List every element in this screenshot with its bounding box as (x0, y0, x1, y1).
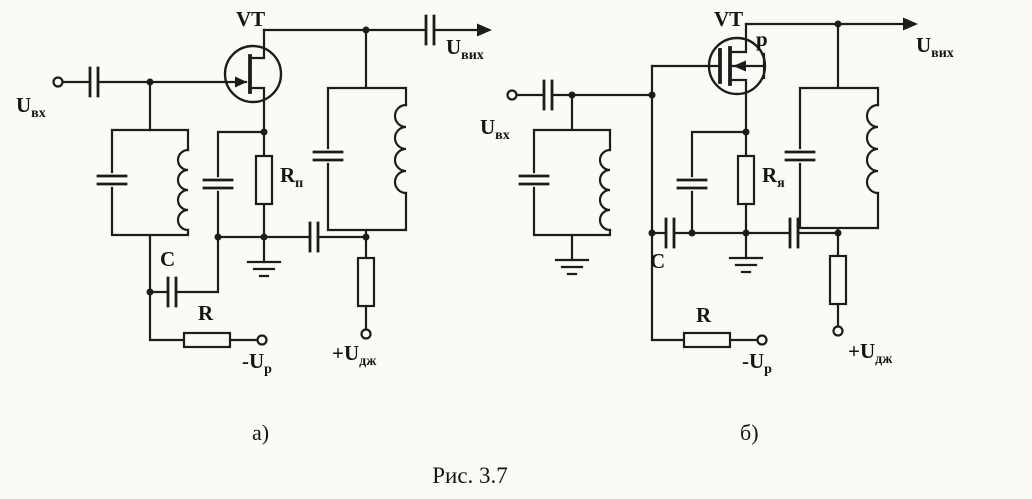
coupling-capacitor-rail-b (788, 217, 800, 249)
input-coupling-capacitor-a (88, 66, 100, 98)
label-u-out-b: Uвих (916, 33, 954, 61)
input-coupling-capacitor-b (542, 79, 554, 111)
label-c-b: C (650, 249, 665, 273)
resistor-rya-b (736, 154, 756, 206)
junction-dots-a (146, 26, 370, 296)
input-tank-capacitor-a (96, 174, 128, 186)
supply-terminal-b (832, 325, 844, 337)
resistor-r-b (682, 331, 732, 349)
label-c-a: C (160, 247, 175, 271)
label-r-a: R (198, 301, 214, 325)
capacitor-c-b (664, 217, 676, 249)
bypass-capacitor-b (676, 178, 708, 190)
ground-symbol-input-b (554, 258, 590, 276)
input-terminal-a (52, 76, 64, 88)
junction-dots-b (568, 20, 842, 237)
capacitor-c-a (166, 276, 178, 308)
label-r-source-b: Rя (762, 163, 785, 191)
label-r-source-a: Rп (280, 163, 303, 191)
output-tank-capacitor-b (784, 150, 816, 162)
output-tank-inductor-b (865, 103, 880, 195)
wires-b (515, 22, 906, 342)
label-r-b: R (696, 303, 712, 327)
label-u-out-a: Uвих (446, 35, 484, 63)
output-tank-capacitor-a (312, 150, 344, 162)
output-arrow-b (903, 17, 918, 31)
caption-b: б) (740, 420, 759, 445)
bypass-capacitor-a (202, 178, 234, 190)
transistor-vt-b (707, 36, 767, 96)
transistor-vt-a (223, 44, 283, 104)
label-u-in-a: Uвх (16, 93, 46, 121)
resistor-supply-b (828, 254, 848, 306)
label-vt-a: VT (236, 7, 265, 31)
input-tank-inductor-a (176, 148, 190, 232)
resistor-rp-a (254, 154, 274, 206)
input-tank-inductor-b (598, 148, 612, 232)
gate-bias-terminal-a (256, 334, 268, 346)
input-tank-capacitor-b (518, 174, 550, 186)
caption-a: а) (252, 420, 269, 445)
label-p-b: p (756, 27, 768, 51)
label-vt-b: VT (714, 7, 743, 31)
input-terminal-b (506, 89, 518, 101)
substrate-arrow-b (733, 60, 746, 72)
label-u-gate-a: -Uр (242, 349, 272, 377)
resistor-supply-a (356, 256, 376, 308)
ground-symbol-a (246, 260, 282, 278)
resistor-r-a (182, 331, 232, 349)
label-u-supply-b: +Uдж (848, 339, 893, 367)
output-tank-inductor-a (393, 103, 408, 195)
figure-caption: Рис. 3.7 (432, 463, 508, 488)
output-arrow-a (477, 23, 492, 37)
label-u-gate-b: -Uр (742, 349, 772, 377)
coupling-capacitor-rail-a (308, 221, 320, 253)
gate-bias-terminal-b (756, 334, 768, 346)
ground-symbol-source-b (728, 256, 764, 274)
label-u-in-b: Uвх (480, 115, 510, 143)
circuit-a: Uвх VT Rп C R -Uр +Uдж Uвих а) (16, 7, 492, 445)
supply-terminal-a (360, 328, 372, 340)
label-u-supply-a: +Uдж (332, 341, 377, 369)
circuit-b: Uвх VT p Rя C R -Uр +Uдж Uвих б) (480, 7, 954, 445)
gate-arrow-a (235, 76, 247, 88)
output-coupling-capacitor-a (424, 14, 436, 46)
